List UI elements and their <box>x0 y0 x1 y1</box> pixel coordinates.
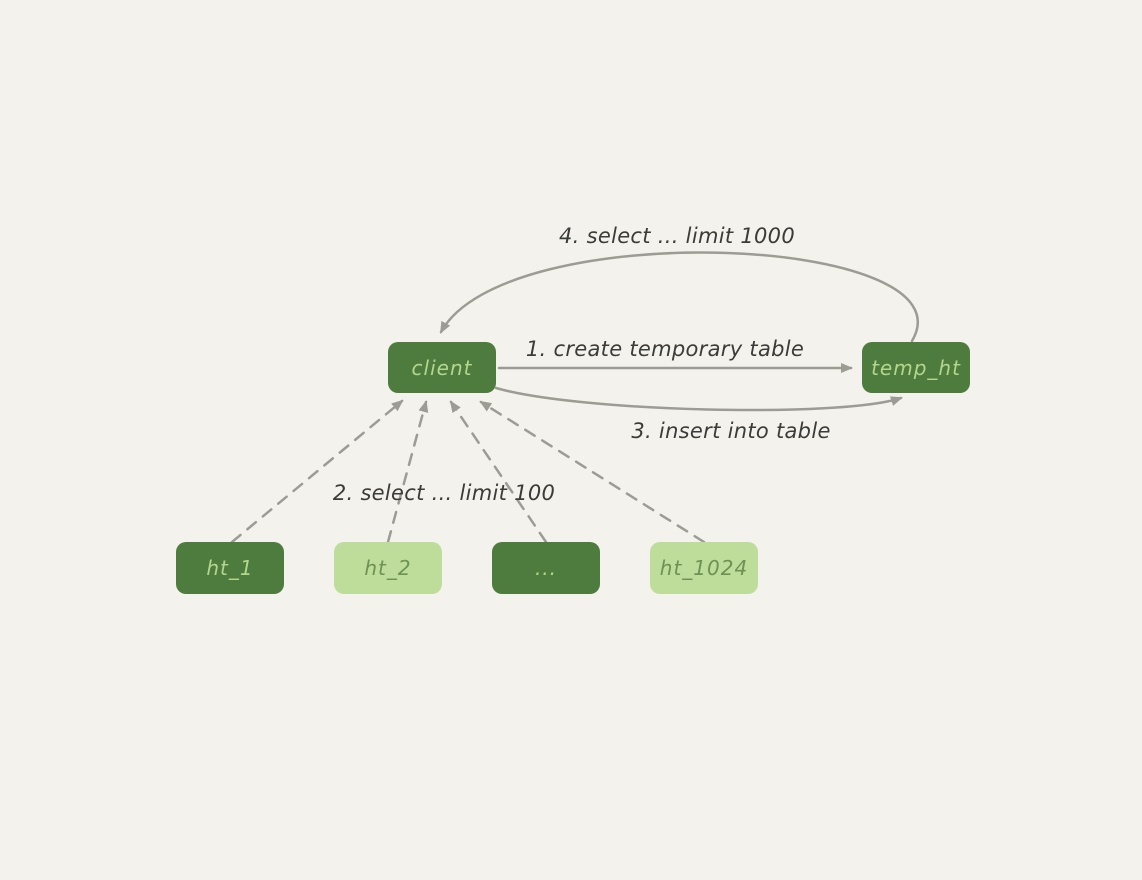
edge-label-insert-into: 3. insert into table <box>631 419 831 443</box>
node-temp-ht-label: temp_ht <box>871 355 961 380</box>
edge-select-result-line <box>439 251 919 343</box>
node-ht-2-label: ht_2 <box>364 556 412 580</box>
node-temp-ht: temp_ht <box>862 342 970 393</box>
edge-select-shard-ht1024-line <box>479 400 706 544</box>
node-client-label: client <box>411 355 473 380</box>
node-ht-1024: ht_1024 <box>650 542 758 594</box>
edge-label-select-result: 4. select ... limit 1000 <box>559 224 795 248</box>
node-ht-1: ht_1 <box>176 542 284 594</box>
node-client: client <box>388 342 496 393</box>
edge-insert-into-line <box>494 386 903 412</box>
edge-select-shard-ellipsis-line <box>449 400 548 544</box>
edge-label-select-shards: 2. select ... limit 100 <box>332 481 556 505</box>
node-ht-ellipsis-label: ... <box>534 556 558 580</box>
node-ht-1-label: ht_1 <box>206 556 254 580</box>
node-ht-ellipsis: ... <box>492 542 600 594</box>
node-ht-1024-label: ht_1024 <box>659 556 749 580</box>
node-ht-2: ht_2 <box>334 542 442 594</box>
edge-label-create-table: 1. create temporary table <box>525 337 805 361</box>
edge-select-shard-ht1-line <box>230 399 404 544</box>
edge-select-shard-ht2-line <box>386 400 429 544</box>
